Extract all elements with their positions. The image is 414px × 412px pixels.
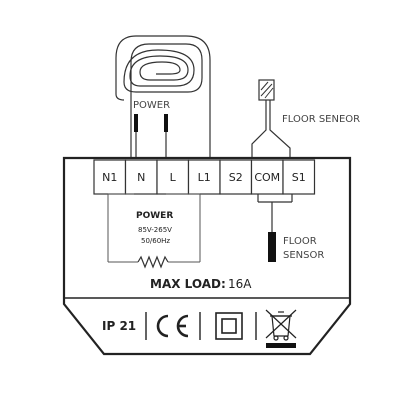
max-load-label: MAX LOAD: (150, 277, 226, 291)
terminal-cell-com (250, 159, 284, 195)
terminal-cell-s2 (219, 159, 253, 195)
terminal-label-l1: L1 (198, 171, 211, 184)
power-top-label: POWER (133, 100, 170, 111)
terminal-block: N1 N L L1 S2 COM S1 (93, 159, 316, 195)
sensor-wiring (257, 194, 293, 262)
max-load-value: 16A (228, 277, 252, 291)
terminal-label-s2: S2 (229, 171, 243, 184)
floor-sensor-label-line2: SENSOR (283, 250, 324, 261)
power-inner-label: POWER (136, 211, 173, 221)
double-insulation-icon (215, 312, 243, 340)
terminal-label-s1: S1 (292, 171, 306, 184)
internal-wiring (107, 193, 201, 263)
sensor-probe-icon (251, 79, 291, 158)
floor-sensor-label-line1: FLOOR (283, 236, 317, 247)
terminal-cell-l1 (187, 159, 221, 195)
power-input-leads (134, 114, 168, 158)
ce-mark-icon (156, 314, 189, 338)
terminal-label-n1: N1 (102, 171, 117, 184)
floor-seneor-label: FLOOR SENEOR (282, 114, 360, 125)
terminal-label-l: L (170, 171, 177, 184)
crossed-out-bin-icon (265, 309, 297, 348)
device-body (62, 156, 352, 356)
terminal-cell-s1 (282, 159, 316, 195)
frequency-label: 50/60Hz (141, 237, 170, 245)
ip-rating: IP 21 (102, 319, 136, 333)
heating-coil-icon (115, 35, 211, 158)
terminal-label-n: N (137, 171, 145, 184)
resistor-icon (137, 255, 169, 269)
voltage-label: 85V-265V (138, 226, 172, 234)
terminal-label-com: COM (254, 171, 280, 184)
